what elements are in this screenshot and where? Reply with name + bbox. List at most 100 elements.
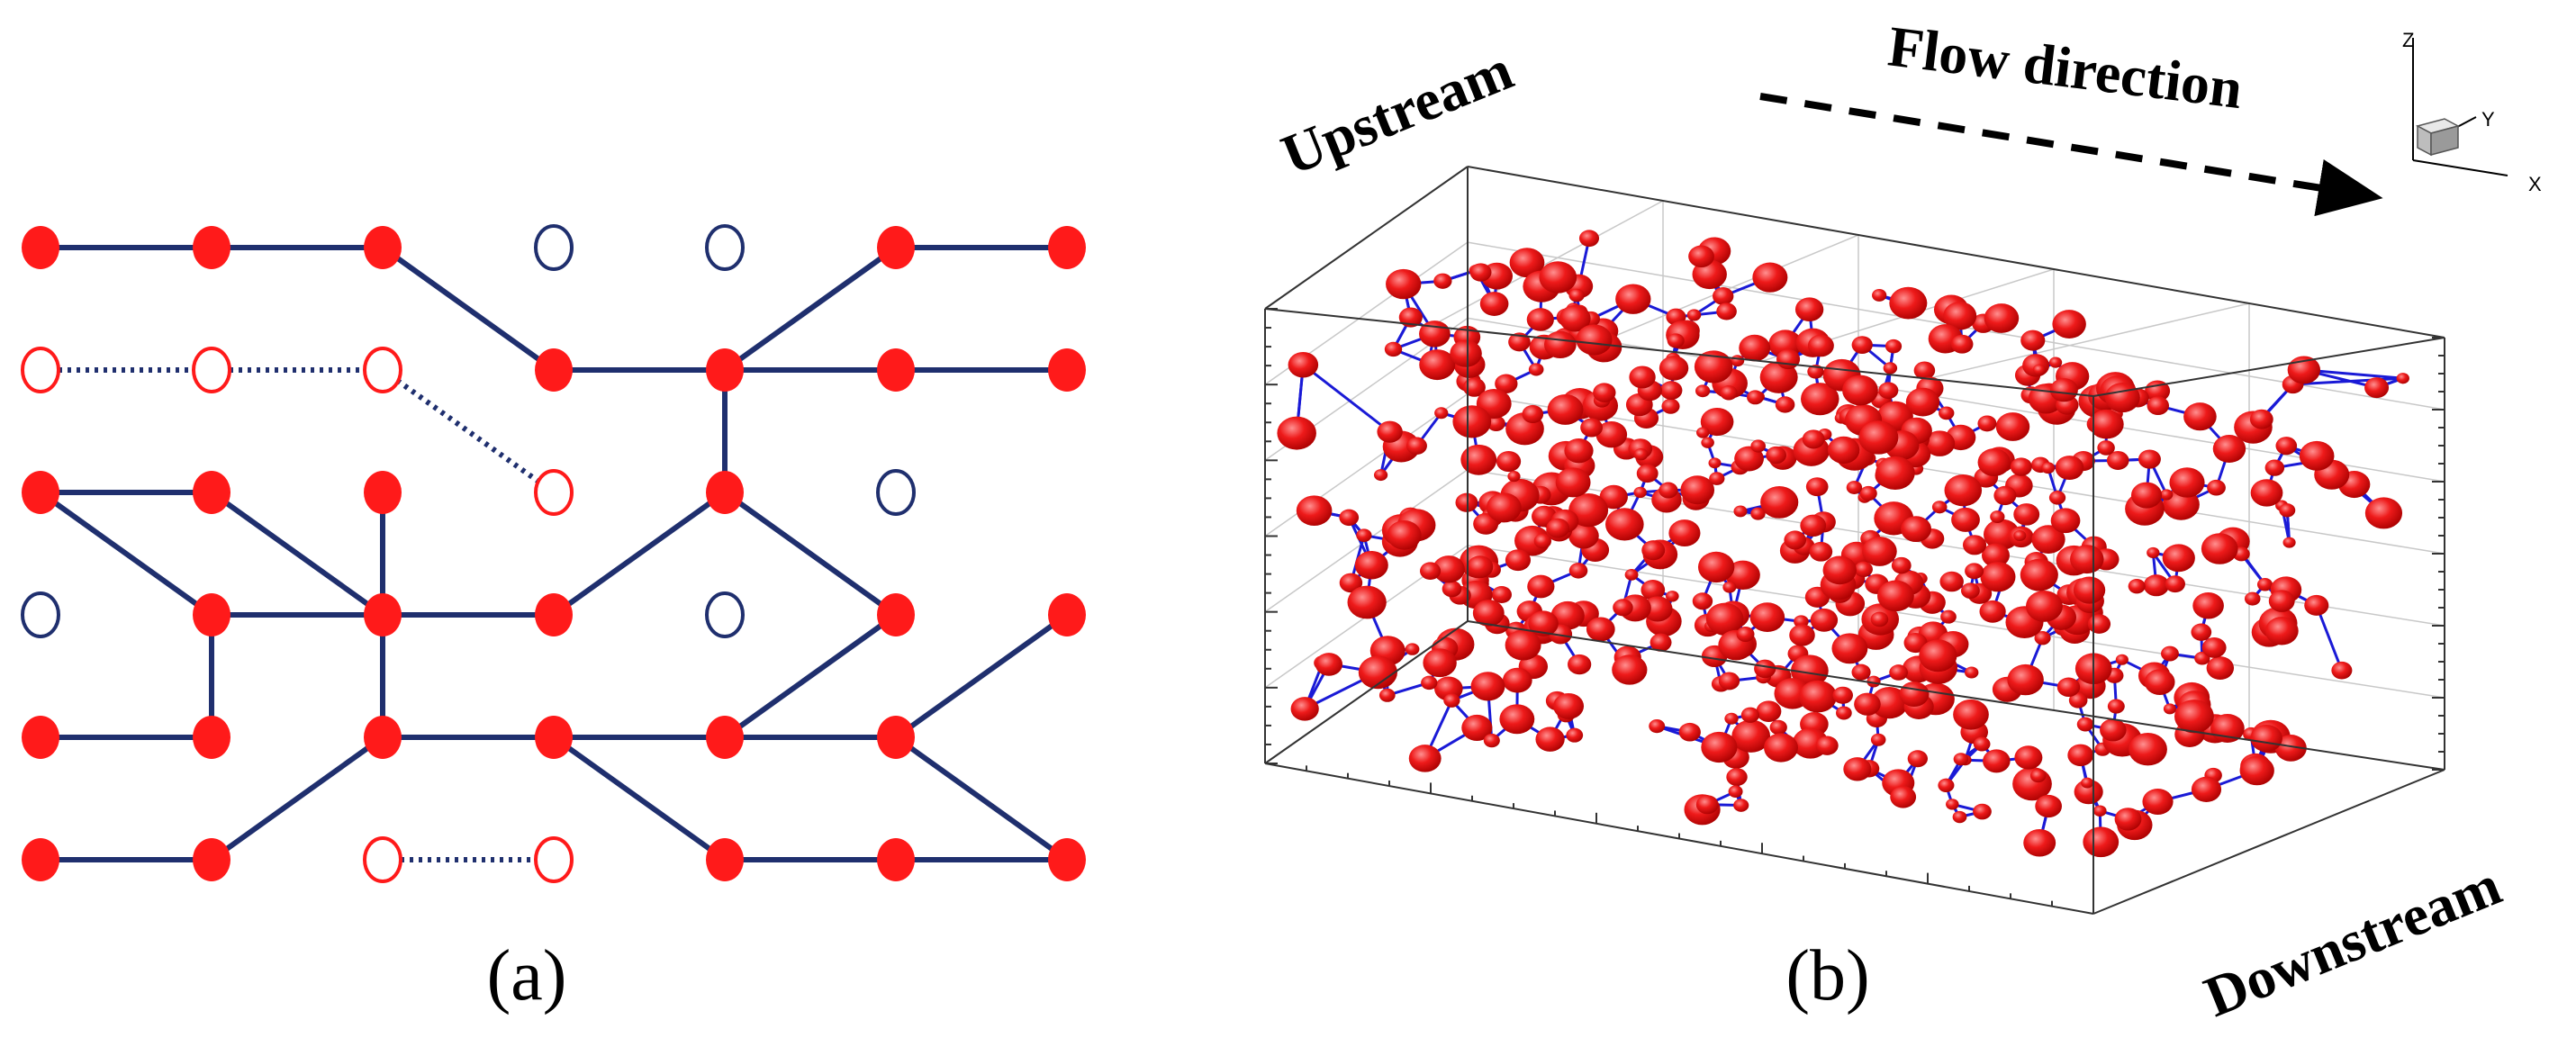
pore-sphere [2249, 409, 2273, 429]
axis-triad: Z Y X [2402, 29, 2542, 195]
pore-sphere [1450, 339, 1482, 367]
pore-sphere [2144, 669, 2175, 695]
pore-sphere [1386, 268, 1422, 300]
pore-sphere [1288, 351, 1319, 378]
pore-sphere [1550, 600, 1585, 630]
pore-sphere [1802, 429, 1825, 449]
pore-node-open-red [363, 347, 402, 393]
pore-sphere [1696, 427, 1710, 438]
pore-sphere [1659, 356, 1689, 381]
pore-sphere [1851, 663, 1871, 681]
pore-node-filled [22, 838, 59, 881]
pore-sphere [1836, 706, 1852, 720]
pore-node-filled [1048, 348, 1086, 392]
panel-b-caption: (b) [1785, 936, 1869, 1015]
pore-sphere [1716, 302, 1737, 320]
throat [2315, 604, 2344, 672]
pore-sphere [2029, 769, 2047, 783]
pore-sphere [2010, 457, 2032, 476]
pore-node-filled [364, 471, 402, 514]
pore-sphere [2023, 828, 2056, 857]
pore-sphere [2250, 724, 2282, 753]
pore-sphere [1420, 562, 1442, 581]
pore-sphere [2097, 440, 2115, 456]
pore-sphere [1950, 334, 1974, 354]
pore-sphere [1965, 563, 1984, 580]
pore-sphere [1495, 374, 1518, 393]
pore-node-filled [877, 593, 915, 636]
pore-node-filled [193, 716, 230, 759]
pore-sphere [1790, 654, 1829, 687]
pore-sphere [1800, 514, 1827, 537]
pore-sphere [1528, 363, 1544, 376]
pore-sphere [1760, 485, 1799, 519]
pore-sphere [1695, 384, 1711, 398]
pore-sphere [2147, 546, 2160, 559]
pore-sphere [1807, 334, 1834, 357]
pore-sphere [1467, 555, 1494, 579]
pore-node-filled [364, 716, 402, 759]
panel-a-lattice-diagram: (a) [21, 224, 1086, 1015]
lattice-edge [381, 367, 556, 495]
pore-sphere [2138, 449, 2161, 469]
pore-sphere [1843, 757, 1872, 781]
pore-sphere [1642, 596, 1673, 622]
pore-sphere [1505, 549, 1532, 572]
pore-sphere [1462, 377, 1486, 397]
pore-sphere [2268, 590, 2295, 612]
pore-sphere [1775, 396, 1795, 413]
pore-sphere [1789, 624, 1815, 646]
pore-sphere [1953, 753, 1969, 766]
lattice-edge [893, 735, 1070, 862]
pore-sphere [1724, 712, 1739, 725]
pore-sphere [1688, 245, 1714, 268]
pore-sphere [1822, 555, 1857, 585]
pore-sphere [1615, 284, 1651, 314]
pore-sphere [1659, 381, 1683, 401]
pore-sphere [1487, 415, 1505, 431]
pore-sphere [1433, 273, 1452, 289]
pore-node-filled [193, 471, 230, 514]
pore-node-empty [21, 591, 60, 638]
pore-sphere [1358, 655, 1397, 690]
pore-sphere [1419, 320, 1451, 348]
pore-sphere [1870, 733, 1886, 746]
pore-sphere [1612, 654, 1648, 685]
pore-sphere [1794, 297, 1824, 322]
pore-sphere [1434, 407, 1449, 420]
pore-sphere [1661, 398, 1680, 414]
pore-sphere [1827, 436, 1860, 464]
pore-sphere [2107, 699, 2125, 714]
pore-sphere [1580, 418, 1603, 438]
pore-sphere [1595, 421, 1628, 448]
pore-sphere [1859, 485, 1877, 501]
pore-sphere [1951, 507, 1980, 532]
pore-sphere [2025, 591, 2063, 622]
pore-sphere [2114, 808, 2142, 831]
pore-sphere [1913, 361, 1936, 380]
pore-sphere [1496, 451, 1522, 473]
pore-sphere [1377, 420, 1403, 443]
pore-sphere [1708, 457, 1722, 469]
pore-node-filled [1048, 593, 1086, 636]
pore-sphere [1507, 471, 1521, 483]
pore-sphere [1460, 444, 1497, 475]
pore-sphere [1421, 675, 1438, 690]
lattice-edge [209, 490, 385, 618]
pore-sphere [1701, 437, 1714, 448]
pore-node-filled [193, 838, 230, 881]
pore-sphere [1739, 334, 1771, 362]
pore-sphere [1665, 591, 1679, 602]
pore-sphere [1486, 492, 1522, 523]
pore-sphere [1846, 481, 1863, 494]
pore-node-filled [535, 348, 573, 392]
throat [2303, 368, 2403, 380]
pore-sphere [2239, 755, 2274, 786]
pore-sphere [1636, 464, 1659, 483]
pore-sphere [2165, 575, 2185, 593]
pore-sphere [2206, 656, 2235, 680]
pore-node-filled [877, 838, 915, 881]
pore-sphere [1568, 563, 1588, 579]
pore-sphere [1759, 361, 1798, 393]
pore-sphere [1872, 289, 1887, 302]
